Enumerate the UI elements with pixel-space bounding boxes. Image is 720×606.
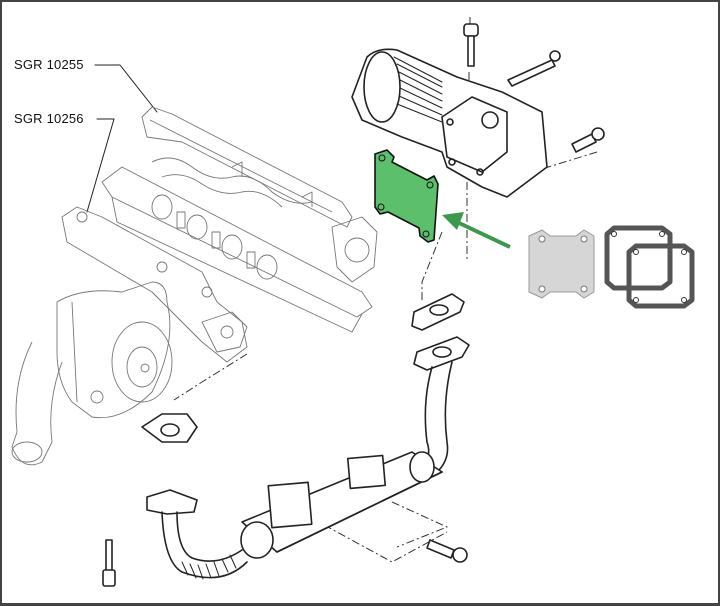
green-arrow [442,212,511,249]
egr-pipe-lower [146,489,248,580]
egr-pipe-upper [413,336,470,473]
leader-line-sgr-10256 [86,118,115,213]
upper-pipe-gasket [411,293,465,331]
valve-side-bolt [571,127,605,153]
egr-cooler [240,451,443,559]
inset-blanking-plate [528,229,595,299]
intake-manifold [101,106,378,333]
callout-label-sgr-10256: SGR 10256 [14,111,84,126]
valve-stud [507,50,561,87]
turbo-side-gasket [141,413,198,443]
inset-gasket-front [626,243,695,309]
leader-line-sgr-10255 [94,64,158,113]
cooler-bolt-right [426,539,468,563]
egr-valve [351,48,548,198]
inset-gasket-back [604,225,673,291]
exhaust-manifold [61,206,248,363]
turbocharger [11,281,173,466]
valve-top-bolt [463,23,479,67]
cooler-bolt-left [102,539,116,587]
highlighted-egr-gasket [374,149,439,243]
callout-label-sgr-10255: SGR 10255 [14,57,84,72]
